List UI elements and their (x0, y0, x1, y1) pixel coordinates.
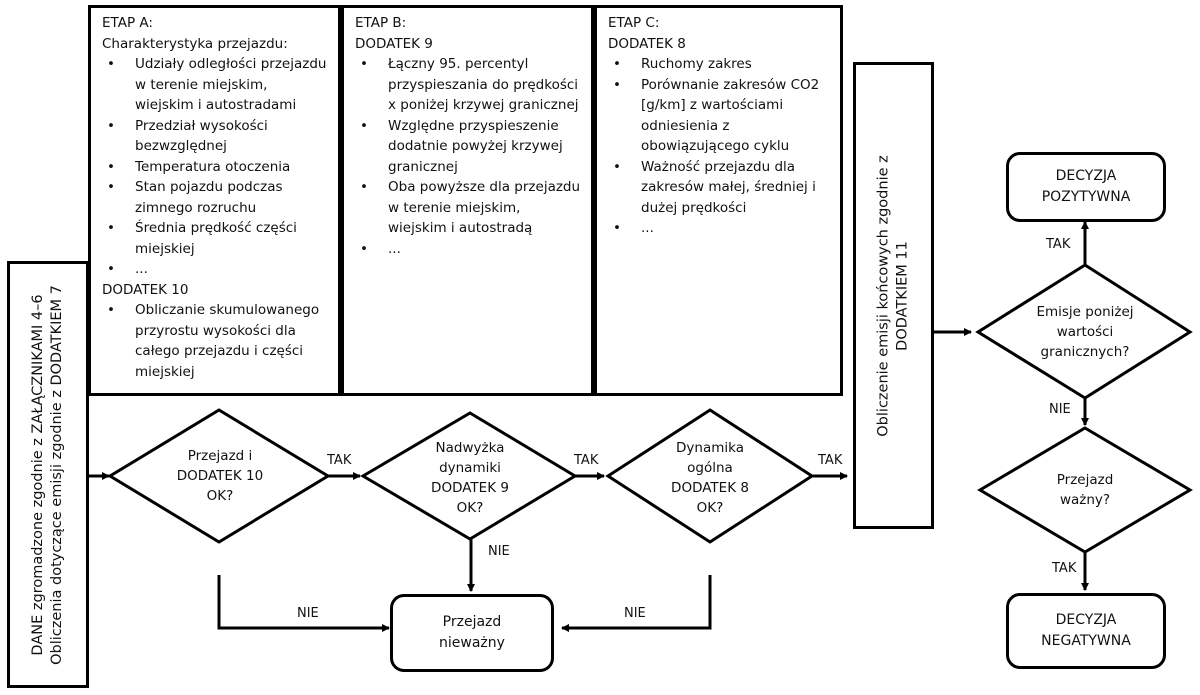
positive-decision-box: DECYZJA POZYTYWNA (1006, 152, 1166, 222)
label-nie-3: NIE (624, 606, 646, 621)
decision-3-line-2: ogólna (687, 460, 733, 476)
decision-2-line-2: dynamiki (439, 460, 501, 476)
invalid-trip-box: Przejazd nieważny (390, 594, 554, 672)
decision-4-line-2: wartości (1056, 324, 1114, 340)
final-calculation-text: Obliczenie emisji końcowych zgodnie z DO… (875, 155, 913, 436)
label-tak-2: TAK (574, 453, 599, 468)
connector-decision1-nie (217, 575, 390, 632)
stage-b-subtitle: DODATEK 9 (355, 35, 433, 52)
stage-c-subtitle: DODATEK 8 (608, 35, 686, 52)
stage-b-box: ETAP B: DODATEK 9 Łączny 95. percentyl p… (341, 5, 594, 396)
stage-a-item: ... (102, 259, 330, 280)
stage-a-subtitle: Charakterystyka przejazdu: (102, 35, 288, 52)
stage-c-item: ... (608, 218, 832, 239)
input-data-line-1: DANE zgromadzone zgodnie z ZAŁĄCZNIKAMI … (30, 293, 47, 656)
decision-5-text: Przejazd ważny? (1015, 470, 1155, 510)
decision-1-line-2: DODATEK 10 (176, 468, 264, 484)
decision-3-line-4: OK? (696, 500, 724, 516)
stage-a-item: Stan pojazdu podczas zimnego rozruchu (102, 177, 330, 218)
final-calculation-line-1: Obliczenie emisji końcowych zgodnie z (875, 154, 892, 437)
stage-b-item: Względne przyspieszenie dodatnie powyżej… (355, 116, 583, 178)
decision-3-line-1: Dynamika (676, 440, 744, 456)
stage-c-title: ETAP C: (608, 15, 660, 31)
negative-decision-box: DECYZJA NEGATYWNA (1006, 593, 1166, 669)
connector-decision3-nie (561, 575, 712, 632)
positive-decision-line-1: DECYZJA (1055, 168, 1117, 184)
stage-c-list: Ruchomy zakres Porównanie zakresów CO2 [… (608, 54, 832, 239)
decision-5-line-1: Przejazd (1056, 472, 1114, 488)
stage-a-list: Udziały odległości przejazdu w terenie m… (102, 54, 330, 280)
decision-diamond-2 (360, 411, 578, 541)
stage-c-item: Porównanie zakresów CO2 [g/km] z wartośc… (608, 75, 832, 157)
decision-2-text: Nadwyżka dynamiki DODATEK 9 OK? (400, 438, 540, 518)
label-tak-5: TAK (1052, 561, 1077, 576)
stage-b-item: Oba powyższe dla przejazdu w terenie mie… (355, 177, 583, 239)
decision-2-line-3: DODATEK 9 (431, 480, 509, 496)
decision-3-line-3: DODATEK 8 (671, 480, 749, 496)
stage-c-item: Ważność przejazdu dla zakresów małej, śr… (608, 157, 832, 219)
decision-4-text: Emisje poniżej wartości granicznych? (1015, 302, 1155, 362)
decision-1-line-3: OK? (206, 488, 234, 504)
input-data-text: DANE zgromadzone zgodnie z ZAŁĄCZNIKAMI … (29, 285, 67, 665)
stage-a-box: ETAP A: Charakterystyka przejazdu: Udzia… (88, 5, 341, 396)
stage-c-item: Ruchomy zakres (608, 54, 832, 75)
decision-5-line-2: ważny? (1059, 492, 1111, 508)
decision-3-text: Dynamika ogólna DODATEK 8 OK? (640, 438, 780, 518)
decision-diamond-1 (107, 408, 331, 544)
positive-decision-line-2: POZYTYWNA (1041, 189, 1131, 205)
decision-4-line-3: granicznych? (1040, 344, 1130, 360)
stage-a-item: Średnia prędkość części miejskiej (102, 218, 330, 259)
label-nie-2: NIE (488, 544, 510, 559)
decision-2-line-1: Nadwyżka (435, 440, 505, 456)
decision-1-line-1: Przejazd i (187, 448, 253, 464)
stage-b-item: Łączny 95. percentyl przyspieszania do p… (355, 54, 583, 116)
label-tak-1: TAK (327, 453, 352, 468)
stage-b-list: Łączny 95. percentyl przyspieszania do p… (355, 54, 583, 259)
decision-1-text: Przejazd i DODATEK 10 OK? (150, 446, 290, 506)
invalid-trip-line-2: nieważny (439, 635, 505, 651)
stage-b-item: ... (355, 239, 583, 260)
stage-a-subtitle-2: DODATEK 10 (102, 281, 189, 298)
final-calculation-box: Obliczenie emisji końcowych zgodnie z DO… (853, 62, 934, 529)
label-nie-4: NIE (1049, 402, 1071, 417)
invalid-trip-line-1: Przejazd (442, 614, 502, 630)
stage-a-item-2: Obliczanie skumulowanego przyrostu wysok… (102, 300, 330, 382)
decision-diamond-3 (605, 408, 815, 544)
stage-a-item: Przedział wysokości bezwzględnej (102, 116, 330, 157)
final-calculation-line-2: DODATKIEM 11 (894, 240, 911, 351)
stage-a-item: Temperatura otoczenia (102, 157, 330, 178)
label-nie-1: NIE (297, 606, 319, 621)
stage-a-title: ETAP A: (102, 15, 153, 31)
stage-c-box: ETAP C: DODATEK 8 Ruchomy zakres Porówna… (594, 5, 843, 396)
negative-decision-line-1: DECYZJA (1055, 612, 1117, 628)
stage-b-title: ETAP B: (355, 15, 407, 31)
negative-decision-line-2: NEGATYWNA (1041, 633, 1131, 649)
stage-a-list-2: Obliczanie skumulowanego przyrostu wysok… (102, 300, 330, 382)
input-data-line-2: Obliczenia dotyczące emisji zgodnie z DO… (49, 284, 66, 665)
input-data-box: DANE zgromadzone zgodnie z ZAŁĄCZNIKAMI … (7, 261, 89, 688)
decision-diamond-5 (977, 426, 1193, 554)
label-tak-3: TAK (818, 453, 843, 468)
decision-4-line-1: Emisje poniżej (1036, 304, 1134, 320)
label-tak-4: TAK (1046, 237, 1071, 252)
decision-2-line-4: OK? (456, 500, 484, 516)
decision-diamond-4 (975, 263, 1193, 400)
stage-a-item: Udziały odległości przejazdu w terenie m… (102, 54, 330, 116)
